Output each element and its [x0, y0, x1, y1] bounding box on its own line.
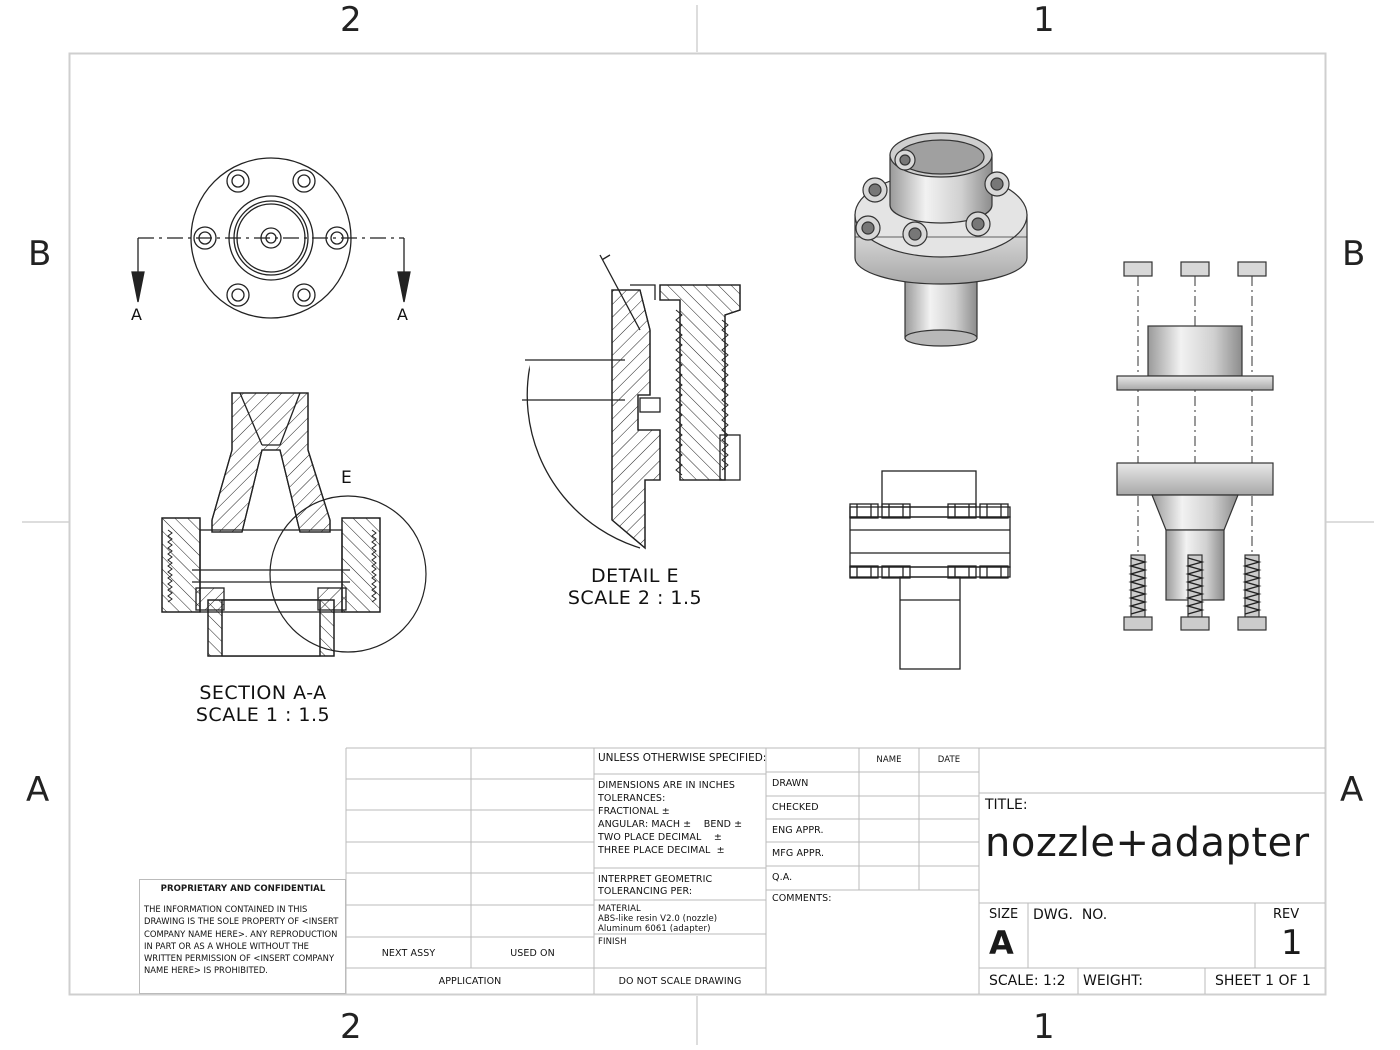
weight-label: WEIGHT: — [1083, 973, 1143, 989]
detail-view — [520, 254, 741, 550]
material-line-2: Aluminum 6061 (adapter) — [598, 924, 711, 934]
checked-label: CHECKED — [772, 802, 819, 813]
zone-row-upper-right: B — [1342, 234, 1366, 274]
application: APPLICATION — [438, 976, 502, 987]
fractional: FRACTIONAL ± — [598, 806, 670, 817]
drawing-title: nozzle+adapter — [985, 820, 1310, 866]
do-not-scale: DO NOT SCALE DRAWING — [618, 976, 742, 987]
proprietary-text: THE INFORMATION CONTAINED IN THIS DRAWIN… — [144, 904, 339, 976]
title-label: TITLE: — [985, 797, 1028, 813]
rev-value: 1 — [1281, 923, 1303, 963]
section-title: SECTION A-A — [199, 682, 327, 704]
drawn-label: DRAWN — [772, 778, 809, 789]
sheet-value: SHEET 1 OF 1 — [1215, 973, 1311, 989]
section-marker-right: A — [397, 305, 408, 324]
title-block-grid — [139, 747, 1325, 994]
rev-label: REV — [1273, 907, 1300, 922]
three-place: THREE PLACE DECIMAL ± — [598, 845, 725, 856]
next-assy: NEXT ASSY — [381, 948, 436, 959]
mfg-appr-label: MFG APPR. — [772, 848, 825, 859]
detail-scale: SCALE 2 : 1.5 — [567, 587, 703, 609]
interpret-geometric: INTERPRET GEOMETRIC — [598, 874, 713, 885]
used-on: USED ON — [510, 948, 555, 959]
front-view — [849, 470, 1011, 670]
detail-marker: E — [341, 468, 352, 488]
two-place: TWO PLACE DECIMAL ± — [598, 832, 722, 843]
zone-row-upper-left: B — [28, 234, 52, 274]
proprietary-title: PROPRIETARY AND CONFIDENTIAL — [160, 884, 326, 894]
finish-label: FINISH — [598, 937, 627, 947]
scale-value: SCALE: 1:2 — [989, 973, 1066, 989]
name-header: NAME — [876, 755, 902, 765]
drawing-border — [68, 52, 1327, 996]
size-label: SIZE — [989, 907, 1019, 922]
date-header: DATE — [937, 755, 961, 765]
zone-col-left-top: 2 — [340, 0, 362, 40]
detail-title: DETAIL E — [591, 565, 679, 587]
iso-bolts — [855, 149, 1010, 247]
exploded-nuts — [1123, 261, 1267, 277]
angular: ANGULAR: MACH ± BEND ± — [598, 819, 743, 830]
zone-row-lower-right: A — [1340, 770, 1364, 810]
zone-col-left-bottom: 2 — [340, 1007, 362, 1047]
material-line-1: ABS-like resin V2.0 (nozzle) — [598, 914, 718, 924]
tolerances: TOLERANCES: — [598, 793, 666, 804]
qa-label: Q.A. — [772, 872, 793, 883]
dims-units: DIMENSIONS ARE IN INCHES — [598, 780, 736, 791]
section-marker-left: A — [131, 305, 142, 324]
isometric-view — [854, 132, 1028, 347]
size-value: A — [989, 924, 1014, 962]
eng-appr-label: ENG APPR. — [772, 825, 824, 836]
zone-col-right-bottom: 1 — [1033, 1007, 1055, 1047]
front-bolt-heads — [849, 503, 1009, 579]
bolt-threads — [1128, 557, 1262, 615]
top-view — [131, 157, 411, 319]
tolerancing-per: TOLERANCING PER: — [598, 886, 693, 897]
section-view — [161, 392, 427, 657]
unless-specified: UNLESS OTHERWISE SPECIFIED: — [598, 752, 767, 764]
comments-label: COMMENTS: — [772, 893, 832, 904]
zone-col-right-top: 1 — [1033, 0, 1055, 40]
zone-row-lower-left: A — [26, 770, 50, 810]
exploded-view — [1116, 261, 1274, 631]
dwg-no-label: DWG. NO. — [1033, 907, 1108, 923]
material-label: MATERIAL — [598, 904, 641, 914]
zone-ticks — [22, 5, 1374, 1045]
section-scale: SCALE 1 : 1.5 — [195, 704, 331, 726]
